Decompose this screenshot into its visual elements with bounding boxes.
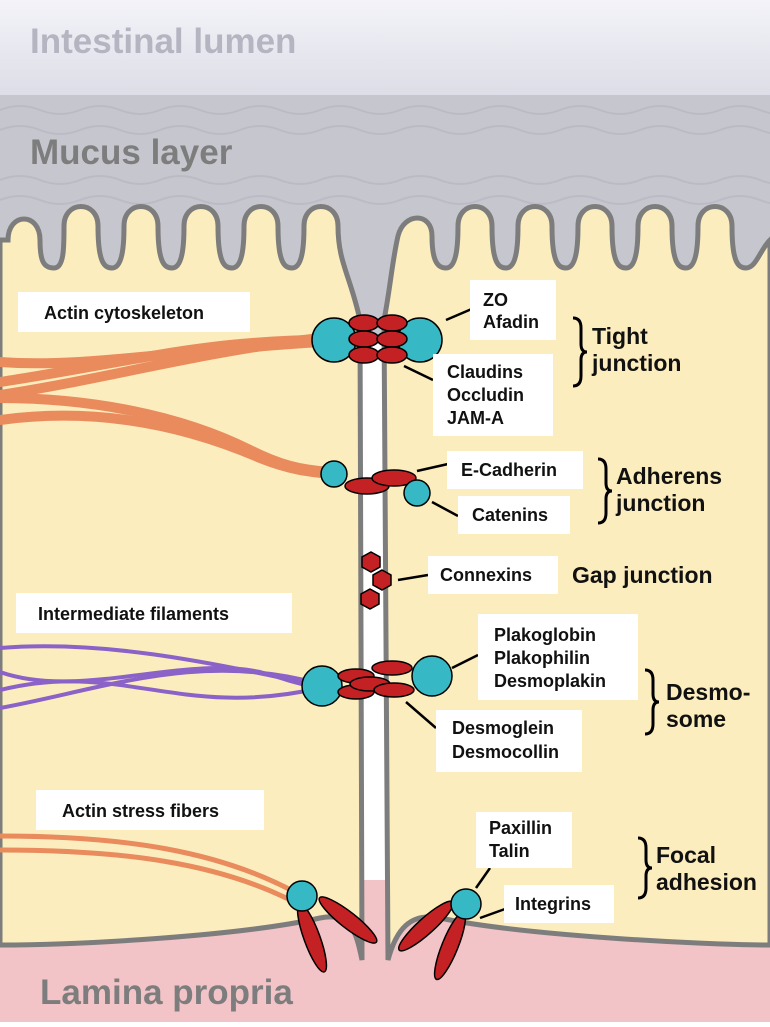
zo-label: ZO bbox=[483, 290, 508, 310]
intestinal-lumen-title: Intestinal lumen bbox=[30, 22, 296, 61]
claudins-label: Claudins bbox=[447, 362, 523, 382]
mucus-layer-title: Mucus layer bbox=[30, 133, 233, 172]
catenin-left bbox=[321, 461, 347, 487]
paxillin-label: Paxillin bbox=[489, 818, 552, 838]
talin-label: Talin bbox=[489, 841, 530, 861]
claudin bbox=[349, 347, 379, 363]
actin-stress-fibers-label: Actin stress fibers bbox=[62, 801, 219, 821]
desmosome-label-line2: some bbox=[666, 706, 726, 732]
adherens-junction-label-line1: Adherens bbox=[616, 463, 722, 489]
focal-adhesion-label-line2: adhesion bbox=[656, 869, 757, 895]
intermediate-filaments-label: Intermediate filaments bbox=[38, 604, 229, 624]
plaque-protein-left bbox=[302, 666, 342, 706]
claudin bbox=[349, 315, 379, 331]
plakoglobin-label: Plakoglobin bbox=[494, 625, 596, 645]
plaque-protein-right bbox=[412, 656, 452, 696]
occludin-label: Occludin bbox=[447, 385, 524, 405]
claudin bbox=[377, 347, 407, 363]
plakophilin-label: Plakophilin bbox=[494, 648, 590, 668]
desmocollin-label: Desmocollin bbox=[452, 742, 559, 762]
connexins-label: Connexins bbox=[440, 565, 532, 585]
actin-cytoskeleton-label: Actin cytoskeleton bbox=[44, 303, 204, 323]
desmocollin bbox=[374, 683, 414, 697]
afadin-label: Afadin bbox=[483, 312, 539, 332]
tight-junction-label-line2: junction bbox=[591, 350, 681, 376]
jam-a-label: JAM-A bbox=[447, 408, 504, 428]
talin-paxillin bbox=[287, 881, 317, 911]
desmoglein-label: Desmoglein bbox=[452, 718, 554, 738]
connexon bbox=[361, 589, 379, 609]
lamina-propria-title: Lamina propria bbox=[40, 973, 293, 1012]
desmocollin bbox=[372, 661, 412, 675]
claudin bbox=[377, 331, 407, 347]
catenins-label: Catenins bbox=[472, 505, 548, 525]
focal-adhesion-label-line1: Focal bbox=[656, 842, 716, 868]
catenin-right bbox=[404, 480, 430, 506]
claudin bbox=[349, 331, 379, 347]
desmoplakin-label: Desmoplakin bbox=[494, 671, 606, 691]
desmosome-label-line1: Desmo- bbox=[666, 679, 750, 705]
gap-junction-label: Gap junction bbox=[572, 562, 713, 588]
talin-paxillin bbox=[451, 889, 481, 919]
tight-junction-label-line1: Tight bbox=[592, 323, 648, 349]
adherens-junction-label-line2: junction bbox=[615, 490, 705, 516]
integrins-label: Integrins bbox=[515, 894, 591, 914]
tight-junction-complex bbox=[312, 315, 442, 363]
e-cadherin-label: E-Cadherin bbox=[461, 460, 557, 480]
connexon bbox=[373, 570, 391, 590]
claudin bbox=[377, 315, 407, 331]
connexon bbox=[362, 552, 380, 572]
